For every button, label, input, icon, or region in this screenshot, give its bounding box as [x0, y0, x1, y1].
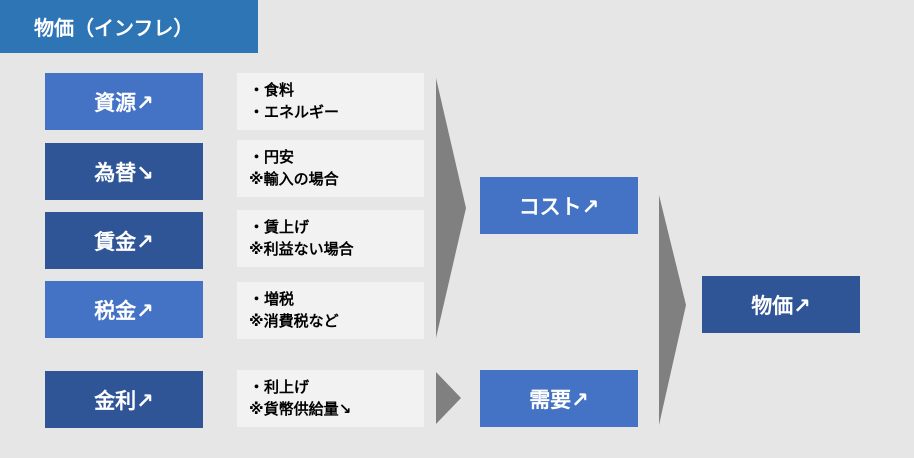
note-exchange-rate: ・円安 ※輸入の場合 [237, 140, 424, 197]
note-line: ・食料 [249, 81, 295, 99]
note-line: ・エネルギー [249, 103, 340, 121]
note-line: ・賃上げ [249, 218, 310, 236]
note-taxes: ・増税 ※消費税など [237, 282, 424, 339]
note-line: ※利益ない場合 [249, 240, 354, 258]
note-line: ・増税 [249, 290, 295, 308]
cost-box: コスト↗ [480, 177, 638, 234]
demand-triangle-arrow [436, 372, 461, 424]
factor-wages: 賃金↗ [45, 212, 203, 269]
note-line: ・円安 [249, 148, 295, 166]
demand-box: 需要↗ [480, 370, 638, 427]
note-resources: ・食料 ・エネルギー [237, 73, 424, 130]
note-line: ※輸入の場合 [249, 170, 339, 188]
factor-taxes: 税金↗ [45, 281, 203, 338]
note-line: ※消費税など [249, 312, 339, 330]
factor-exchange-rate: 為替↘ [45, 143, 203, 200]
page-title: 物価（インフレ） [0, 0, 258, 53]
result-box: 物価↗ [702, 276, 860, 333]
factor-interest-rate: 金利↗ [45, 371, 203, 428]
cost-chevron-arrow [436, 78, 466, 338]
note-interest-rate: ・利上げ ※貨幣供給量↘ [237, 370, 424, 427]
factor-resources: 資源↗ [45, 73, 203, 130]
note-line: ※貨幣供給量↘ [249, 400, 352, 418]
note-wages: ・賃上げ ※利益ない場合 [237, 210, 424, 267]
note-line: ・利上げ [249, 378, 310, 396]
result-chevron-arrow [659, 195, 686, 425]
